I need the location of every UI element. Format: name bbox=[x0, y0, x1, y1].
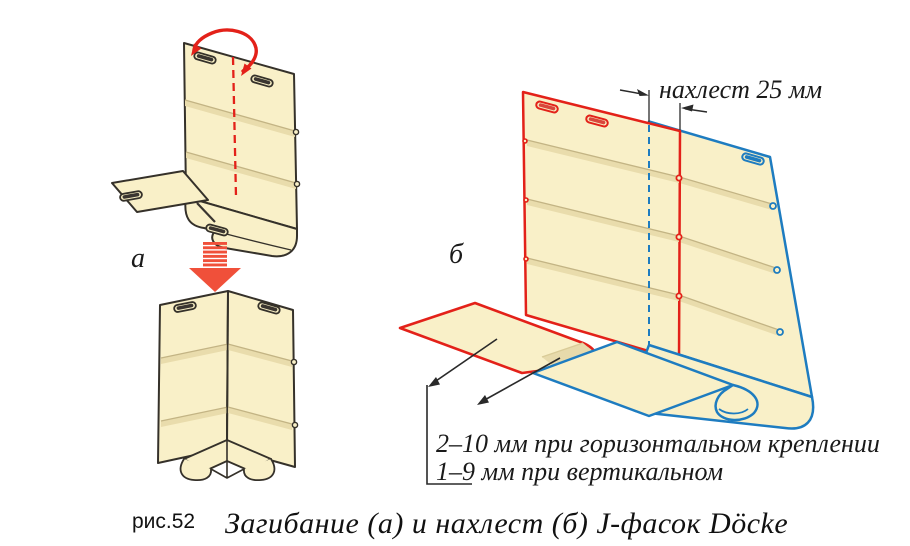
gap-annotation-line1: 2–10 мм при горизонтальном креплении bbox=[436, 429, 880, 458]
nail-slot bbox=[250, 74, 274, 88]
arrow-head-icon bbox=[428, 377, 440, 387]
groove bbox=[676, 176, 772, 210]
groove bbox=[186, 152, 296, 189]
corner-trough-lines bbox=[210, 441, 245, 479]
groove-line bbox=[675, 175, 773, 205]
nail-slot bbox=[257, 301, 281, 315]
groove-line bbox=[526, 257, 680, 296]
groove-line bbox=[526, 139, 680, 178]
panel-red-face bbox=[521, 90, 682, 362]
red-curl-shade-line bbox=[541, 342, 584, 358]
corner-curl-left bbox=[179, 458, 212, 482]
gap-diagonal bbox=[432, 338, 498, 384]
edge-bump bbox=[769, 202, 777, 210]
fold-line-dashed bbox=[231, 56, 238, 198]
edge-bump bbox=[292, 128, 300, 136]
groove bbox=[527, 258, 679, 301]
panel-red bbox=[521, 90, 683, 362]
gap-leader-bracket bbox=[426, 385, 472, 485]
fold-direction-arrow bbox=[189, 242, 241, 292]
gap-diagonal bbox=[480, 357, 561, 403]
arrow-head-icon bbox=[477, 395, 489, 405]
edge-bump bbox=[675, 233, 683, 241]
fold-over-arrow-icon bbox=[191, 28, 258, 76]
arrow-head-right-icon bbox=[637, 89, 649, 96]
overlap-annotation: нахлест 25 мм bbox=[659, 75, 822, 104]
groove bbox=[676, 294, 779, 336]
groove-line bbox=[675, 293, 780, 331]
corner-curl-right bbox=[243, 458, 276, 482]
groove bbox=[676, 235, 776, 274]
arrow-stripe bbox=[203, 250, 227, 254]
nail-slot bbox=[119, 190, 143, 202]
panel-flat bbox=[111, 28, 301, 258]
arrow-stripe bbox=[203, 263, 227, 267]
edge-bump bbox=[773, 266, 781, 274]
blue-roll bbox=[714, 383, 759, 422]
nail-slot bbox=[741, 152, 765, 166]
groove-line bbox=[526, 198, 680, 237]
groove-line bbox=[185, 151, 297, 184]
groove-line bbox=[184, 99, 296, 132]
groove-line bbox=[675, 234, 777, 269]
corner-right-face bbox=[226, 290, 296, 468]
corner-fold-edge bbox=[226, 290, 229, 442]
figure-number: рис.52 bbox=[132, 510, 195, 533]
edge-bump bbox=[523, 197, 529, 203]
overlap-dimension: нахлест 25 мм bbox=[619, 75, 822, 130]
edge-bump bbox=[293, 180, 301, 188]
label-a: а bbox=[131, 243, 145, 274]
nail-slot bbox=[205, 223, 229, 237]
panel-flat-flange bbox=[111, 170, 209, 213]
arrow-stripe bbox=[203, 242, 227, 245]
nail-slot bbox=[535, 100, 559, 114]
groove bbox=[527, 199, 679, 242]
figure-caption: Загибание (а) и нахлест (б) J-фасок Döck… bbox=[225, 507, 788, 540]
edge-bump bbox=[776, 328, 784, 336]
groove bbox=[527, 140, 679, 183]
gap-dimension: 2–10 мм при горизонтальном креплении 1–9… bbox=[426, 338, 880, 486]
edge-bump bbox=[675, 292, 683, 300]
down-arrow-head-icon bbox=[189, 268, 241, 292]
nail-slot bbox=[585, 114, 609, 128]
edge-bump bbox=[675, 174, 683, 182]
corner-left-face bbox=[157, 290, 229, 464]
panel-blue-bottom bbox=[531, 340, 815, 430]
nail-slot bbox=[173, 301, 197, 313]
arrow-stripe bbox=[203, 259, 227, 263]
edge-bump bbox=[522, 138, 528, 144]
blue-roll-inner bbox=[718, 408, 749, 415]
groove bbox=[161, 344, 292, 367]
edge-bump bbox=[523, 256, 529, 262]
edge-bump bbox=[290, 358, 298, 366]
gap-annotation-line2: 1–9 мм при вертикальном bbox=[436, 457, 723, 486]
arrow-head-left-icon bbox=[681, 104, 694, 112]
groove bbox=[185, 100, 295, 137]
label-b: б bbox=[449, 239, 464, 270]
nail-slot bbox=[193, 51, 217, 65]
panel-folded-corner bbox=[157, 290, 299, 482]
flange-shadow-line bbox=[196, 202, 216, 223]
edge-bump bbox=[291, 421, 299, 429]
arrow-stripe bbox=[203, 254, 227, 258]
arrow-stripe bbox=[203, 246, 227, 250]
